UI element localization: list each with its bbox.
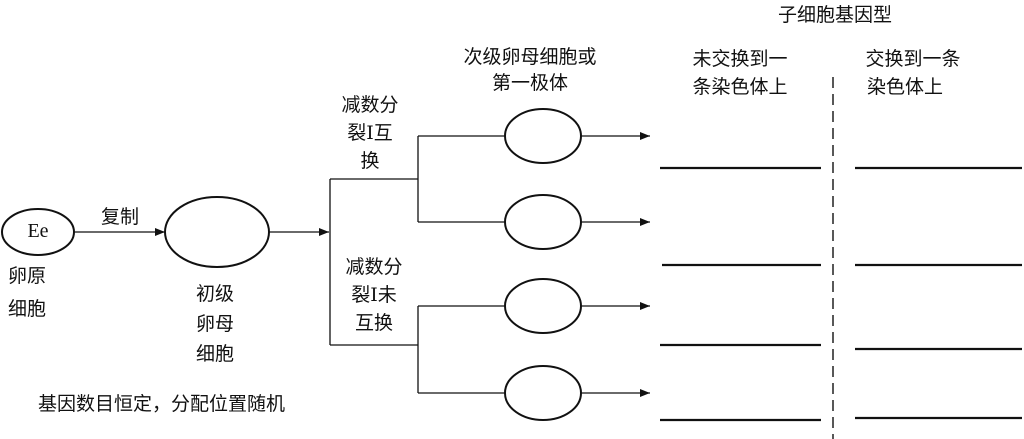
primary-oocyte-label-line3: 细胞 bbox=[196, 343, 235, 365]
secondary-cell-3 bbox=[504, 278, 582, 334]
secondary-cell-1 bbox=[504, 108, 582, 164]
branch-no-exchange-label-line3: 互换 bbox=[354, 312, 393, 334]
column-no-exchange-header-line1: 未交换到一 bbox=[692, 48, 788, 70]
branch-exchange-label-line1: 减数分 bbox=[341, 94, 399, 116]
branch-no-exchange-label-line2: 裂Ⅰ未 bbox=[351, 284, 397, 306]
oogonium-label-line2: 细胞 bbox=[8, 298, 47, 320]
primary-oocyte-label-line1: 初级 bbox=[196, 283, 235, 305]
primary-oocyte-cell bbox=[164, 196, 270, 268]
secondary-cell-2 bbox=[504, 194, 582, 250]
branch-exchange-label-line2: 裂Ⅰ互 bbox=[347, 122, 393, 144]
branch-exchange-label-line3: 换 bbox=[360, 150, 380, 172]
secondary-cell-4 bbox=[504, 365, 582, 421]
oogonium-genotype: Ee bbox=[27, 220, 49, 242]
secondary-header-line1: 次级卵母细胞或 bbox=[463, 46, 597, 68]
secondary-header-line2: 第一极体 bbox=[491, 72, 568, 94]
column-exchange-header-line2: 染色体上 bbox=[866, 76, 943, 98]
daughter-genotype-header: 子细胞基因型 bbox=[777, 4, 892, 26]
replication-label: 复制 bbox=[101, 206, 140, 228]
footnote: 基因数目恒定，分配位置随机 bbox=[38, 393, 286, 415]
column-no-exchange-header-line2: 条染色体上 bbox=[692, 76, 788, 98]
oogonium-label-line1: 卵原 bbox=[8, 265, 47, 287]
primary-oocyte-label-line2: 卵母 bbox=[196, 313, 235, 335]
column-exchange-header-line1: 交换到一条 bbox=[865, 48, 961, 70]
branch-no-exchange-label-line1: 减数分 bbox=[345, 256, 403, 278]
